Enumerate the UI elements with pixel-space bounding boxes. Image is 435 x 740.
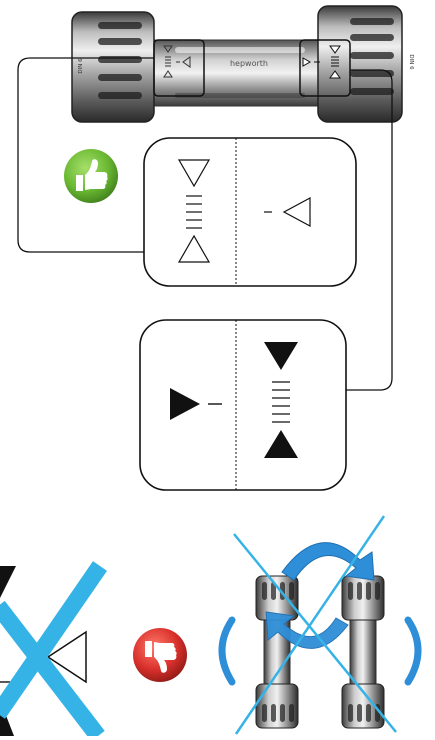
thumbs-up-icon: [64, 149, 118, 203]
left-alignment-marks-small: [163, 45, 191, 78]
coupling-top: hepworth DIN 6 DIN 6: [71, 5, 414, 123]
triangle-down-filled: [264, 342, 298, 370]
triangle-down-outline: [177, 159, 211, 188]
right-alignment-marks-small: [302, 45, 341, 79]
coupling-vertical-right: [341, 575, 385, 729]
triangle-right-filled: [170, 388, 200, 420]
detail-panel-left-marks: [143, 137, 357, 287]
left-mark-highlight-box: [153, 39, 205, 97]
left-callout-connector: [17, 57, 154, 253]
rotate-arrows-icon: [265, 542, 375, 649]
right-callout-connector: [346, 69, 393, 391]
cross-mark-icon-rotation: [233, 515, 397, 735]
coupling-vertical-left: [255, 575, 299, 729]
coupling-brand-label: hepworth: [230, 59, 268, 68]
triangle-up-filled: [264, 430, 298, 458]
thumbs-down-icon: [133, 628, 187, 682]
detail-panel-right-marks: [139, 319, 347, 491]
triangle-up-outline: [177, 234, 211, 263]
cross-mark-icon: [0, 561, 107, 740]
left-cap-label: DIN 6: [78, 58, 84, 74]
rotate-left-bracket: [218, 616, 236, 686]
right-mark-highlight-box: [299, 39, 351, 97]
right-cap-label: DIN 6: [408, 54, 414, 70]
rotate-right-bracket: [404, 616, 422, 686]
triangle-left-outline: [282, 196, 311, 228]
